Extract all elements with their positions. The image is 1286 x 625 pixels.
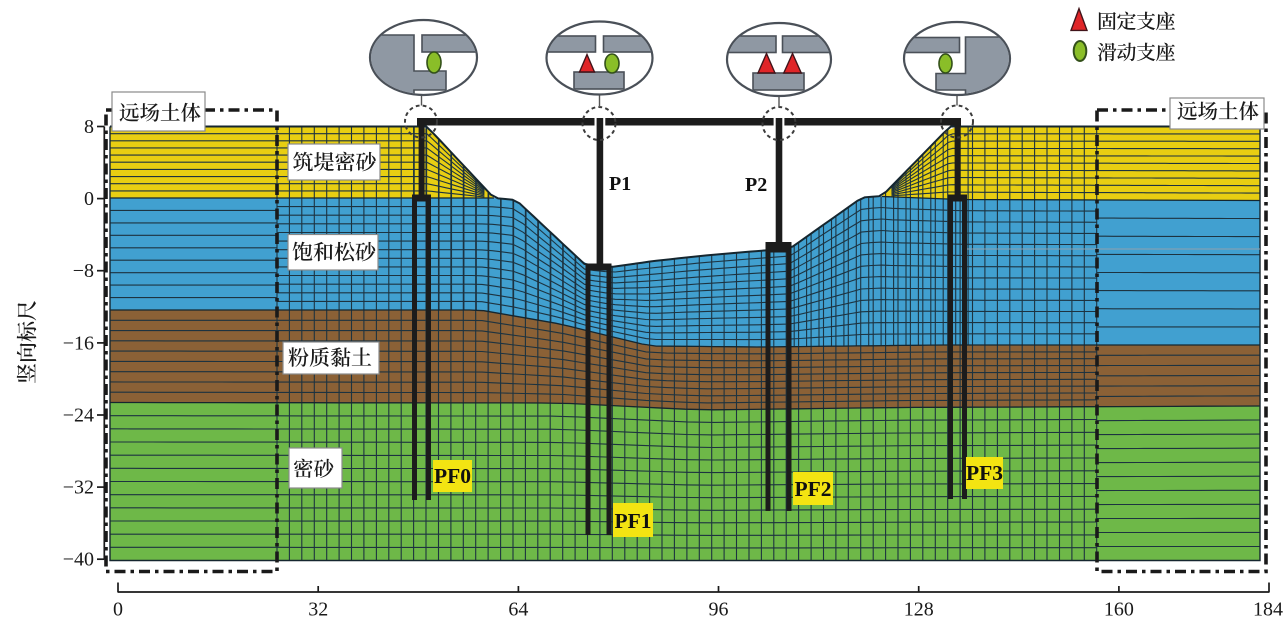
svg-text:0: 0 <box>84 188 94 210</box>
svg-text:64: 64 <box>508 599 528 621</box>
svg-text:PF1: PF1 <box>614 509 651 533</box>
svg-text:P2: P2 <box>745 174 767 196</box>
svg-text:PF0: PF0 <box>434 464 471 488</box>
svg-text:−32: −32 <box>63 477 94 499</box>
svg-text:−16: −16 <box>63 332 94 354</box>
svg-text:96: 96 <box>709 599 729 621</box>
svg-text:P1: P1 <box>609 173 631 195</box>
svg-text:128: 128 <box>904 599 934 621</box>
svg-text:−24: −24 <box>63 405 94 427</box>
svg-text:−8: −8 <box>73 260 94 282</box>
svg-text:32: 32 <box>308 599 328 621</box>
svg-text:184: 184 <box>1253 599 1283 621</box>
svg-text:PF3: PF3 <box>966 461 1003 485</box>
svg-text:8: 8 <box>84 116 94 138</box>
svg-text:160: 160 <box>1104 599 1134 621</box>
svg-text:0: 0 <box>113 599 123 621</box>
svg-text:PF2: PF2 <box>794 477 831 501</box>
svg-text:−40: −40 <box>63 549 94 571</box>
